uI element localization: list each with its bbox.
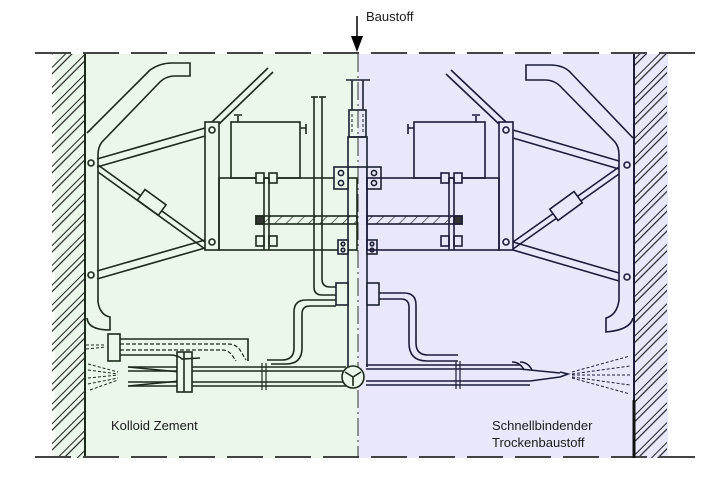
left-material-label: Kolloid Zement (111, 418, 198, 433)
left-zone-background (55, 54, 358, 458)
right-zone-background (358, 54, 668, 458)
left-wall-hatch (52, 54, 86, 458)
right-material-label-line1: Schnellbindender (492, 418, 593, 433)
right-wall-hatch (633, 54, 667, 458)
right-material-label-line2: Trockenbaustoff (492, 435, 585, 450)
left-mechanism (85, 62, 365, 393)
right-material-label: Schnellbindender Trockenbaustoff (492, 417, 592, 451)
right-mechanism (366, 64, 634, 395)
material-feed-label: Baustoff (366, 9, 414, 24)
feed-arrow-icon (351, 16, 363, 52)
